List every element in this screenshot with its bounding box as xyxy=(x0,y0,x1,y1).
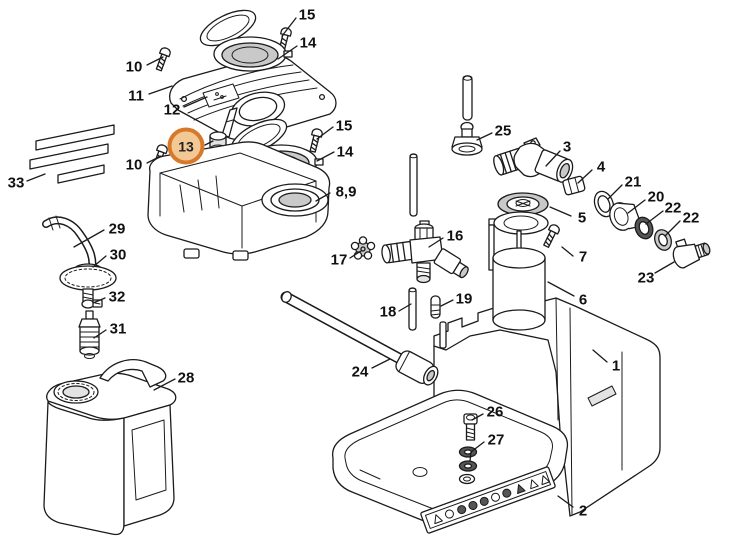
seal-22b xyxy=(654,229,672,251)
pump-cylinder-6 xyxy=(492,247,546,331)
leader-lines xyxy=(26,17,681,508)
valve-16 xyxy=(381,220,469,284)
part-label-20[interactable]: 20 xyxy=(647,188,665,206)
part-label-30[interactable]: 30 xyxy=(109,246,127,264)
part-label-17[interactable]: 17 xyxy=(330,251,348,269)
part-label-22[interactable]: 22 xyxy=(664,199,682,217)
part-label-10[interactable]: 10 xyxy=(125,58,143,76)
part-label-31[interactable]: 31 xyxy=(109,320,127,338)
valve-3 xyxy=(493,137,574,183)
cap-30 xyxy=(59,263,117,303)
part-label-32[interactable]: 32 xyxy=(108,288,126,306)
part-label-23[interactable]: 23 xyxy=(637,269,655,287)
part-label-8-9[interactable]: 8,9 xyxy=(335,183,357,201)
part-label-24[interactable]: 24 xyxy=(351,363,369,381)
cover-11 xyxy=(168,54,337,141)
part-label-2[interactable]: 2 xyxy=(578,502,588,520)
part-label-27[interactable]: 27 xyxy=(487,431,505,449)
part-label-28[interactable]: 28 xyxy=(177,369,195,387)
filter-31 xyxy=(78,310,101,359)
washers-27 xyxy=(458,446,478,485)
part-label-14[interactable]: 14 xyxy=(336,143,354,161)
part-label-7[interactable]: 7 xyxy=(578,248,588,266)
part-label-15[interactable]: 15 xyxy=(298,6,316,24)
canister-28 xyxy=(43,359,177,536)
part-label-29[interactable]: 29 xyxy=(108,220,126,238)
part-label-16[interactable]: 16 xyxy=(446,227,464,245)
cap-14a xyxy=(199,9,293,72)
part-label-26[interactable]: 26 xyxy=(486,403,504,421)
spray-tube-24 xyxy=(280,291,439,386)
tube-18 xyxy=(408,287,417,331)
safety-label-2 xyxy=(420,466,556,534)
part-label-18[interactable]: 18 xyxy=(379,303,397,321)
part-label-1[interactable]: 1 xyxy=(611,357,621,375)
part-label-33[interactable]: 33 xyxy=(7,174,25,192)
housing-8-9 xyxy=(147,141,331,261)
part-label-25[interactable]: 25 xyxy=(494,122,512,140)
part-label-15[interactable]: 15 xyxy=(335,117,353,135)
part-label-19[interactable]: 19 xyxy=(455,290,473,308)
part-label-5[interactable]: 5 xyxy=(577,209,587,227)
part-label-14[interactable]: 14 xyxy=(299,34,317,52)
part-label-22[interactable]: 22 xyxy=(682,209,700,227)
part-label-12[interactable]: 12 xyxy=(163,101,181,119)
fitting-23 xyxy=(672,238,711,269)
part-label-21[interactable]: 21 xyxy=(624,173,642,191)
pin-19 xyxy=(430,295,441,319)
part-label-10[interactable]: 10 xyxy=(125,156,143,174)
part-label-11[interactable]: 11 xyxy=(128,87,144,105)
tube-a xyxy=(409,153,418,217)
part-label-4[interactable]: 4 xyxy=(596,158,606,176)
sticker-strips-33 xyxy=(29,124,115,184)
part-label-13[interactable]: 13 xyxy=(167,127,205,165)
part-label-6[interactable]: 6 xyxy=(578,291,588,309)
nozzle-25 xyxy=(451,75,483,156)
screw-26 xyxy=(463,413,478,441)
part-label-3[interactable]: 3 xyxy=(562,138,572,156)
label-sticker-12 xyxy=(202,83,240,108)
hose-29 xyxy=(42,215,97,274)
